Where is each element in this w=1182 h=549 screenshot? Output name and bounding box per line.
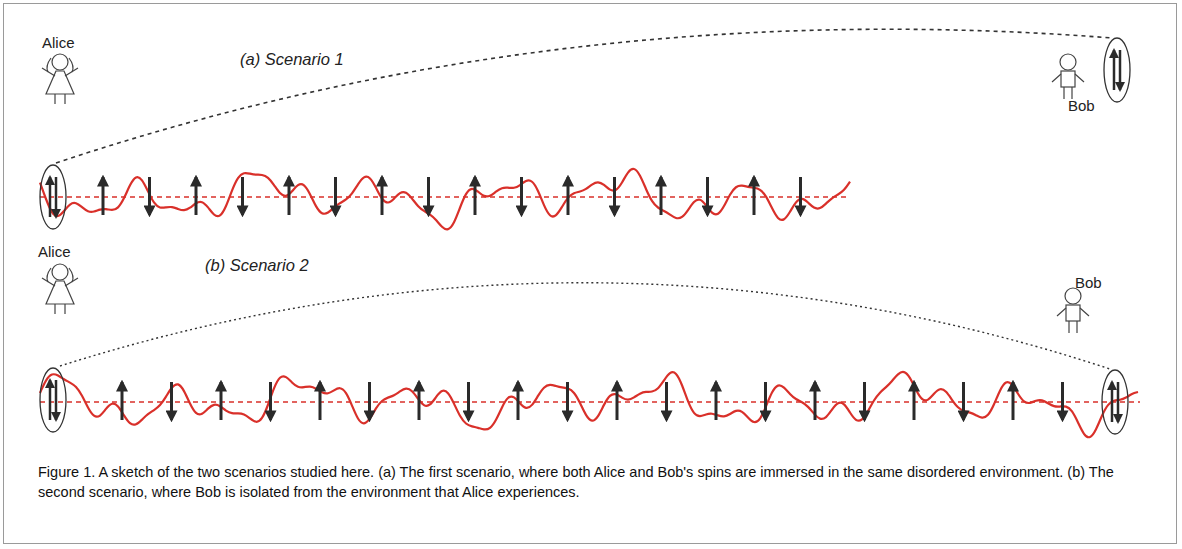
spin-arrow: [706, 177, 709, 215]
person-name: Alice: [42, 34, 75, 51]
spin-arrow: [368, 382, 371, 420]
spin-arrow: [170, 382, 173, 420]
spin-arrow: [566, 382, 569, 420]
spin-arrow: [962, 382, 965, 420]
spin-arrow: [715, 382, 718, 420]
spin-arrow: [319, 382, 322, 420]
disorder-wave: [40, 372, 1138, 437]
panel-title: (a) Scenario 1: [240, 50, 344, 69]
spin-arrow: [520, 177, 523, 215]
spin-arrow: [913, 382, 916, 420]
spin-arrow: [764, 382, 767, 420]
spin-arrow: [799, 177, 802, 215]
spin-arrow: [121, 382, 124, 420]
spin-arrow: [467, 382, 470, 420]
spin-arrow: [753, 177, 756, 215]
spin-arrow: [474, 177, 477, 215]
spin-arrow: [102, 177, 105, 215]
spin-arrow: [241, 177, 244, 215]
spin-arrow: [517, 382, 520, 420]
bob-figure: [1052, 54, 1084, 99]
figure-frame: [3, 3, 1177, 544]
figure-caption: Figure 1. A sketch of the two scenarios …: [38, 462, 1148, 502]
spin-arrow: [613, 177, 616, 215]
person-name: Bob: [1075, 274, 1102, 291]
alice-figure: [42, 264, 78, 314]
spin-arrow: [427, 177, 430, 215]
disorder-wave: [40, 169, 850, 229]
spin-arrow: [814, 382, 817, 420]
spin-arrow: [660, 177, 663, 215]
spin-arrow: [616, 382, 619, 420]
entanglement-link: [56, 29, 1112, 163]
spin-arrow: [334, 177, 337, 215]
qubit-spin: [40, 368, 66, 432]
panel-title: (b) Scenario 2: [205, 256, 309, 275]
alice-figure: [42, 54, 78, 104]
spin-arrow: [269, 382, 272, 420]
spin-arrow: [288, 177, 291, 215]
bob-figure: [1057, 288, 1089, 333]
qubit-spin: [40, 165, 66, 229]
spin-arrow: [665, 382, 668, 420]
spin-arrow: [148, 177, 151, 215]
qubit-spin: [1102, 370, 1128, 434]
reference-line: [40, 401, 1140, 403]
spin-arrow: [1061, 382, 1064, 420]
spin-arrow: [381, 177, 384, 215]
person-name: Bob: [1068, 97, 1095, 114]
spin-arrow: [567, 177, 570, 215]
spin-arrow: [220, 382, 223, 420]
qubit-spin: [1104, 38, 1130, 102]
spin-arrow: [195, 177, 198, 215]
entanglement-link: [60, 283, 1110, 369]
person-name: Alice: [38, 243, 71, 260]
spin-arrow: [1012, 382, 1015, 420]
spin-arrow: [418, 382, 421, 420]
spin-arrow: [863, 382, 866, 420]
